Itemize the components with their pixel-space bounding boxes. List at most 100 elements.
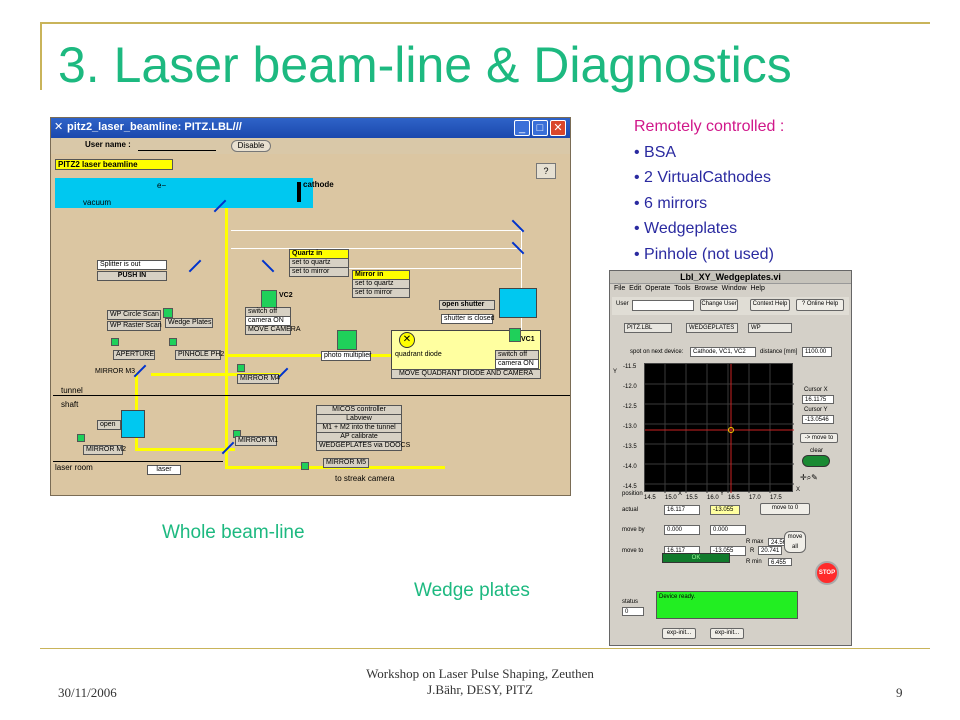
xy-plot[interactable] (644, 363, 794, 493)
status-label: status (622, 599, 639, 605)
facility-field[interactable]: PITZ.LBL (624, 323, 672, 333)
ref-beam-2 (231, 248, 521, 249)
minimize-button[interactable]: _ (514, 120, 530, 136)
r-label: R (750, 548, 755, 554)
cathode-label: cathode (303, 180, 334, 189)
menu-operate[interactable]: Operate (645, 285, 671, 292)
quartz-set-mirror-button[interactable]: set to mirror (289, 267, 349, 277)
move-to-0-button[interactable]: move to 0 (760, 503, 810, 515)
electron-label: e− (157, 181, 167, 190)
shutter-status: shutter is closed (441, 314, 495, 324)
x-tick: 17.5 (770, 495, 782, 501)
mirror-icon[interactable] (133, 364, 147, 378)
menu-browse[interactable]: Browse (694, 285, 718, 292)
user-field[interactable] (632, 300, 694, 311)
menu-file[interactable]: File (614, 285, 626, 292)
spot-select[interactable]: Cathode, VC1, VC2 (690, 347, 756, 357)
ref-beam-v (521, 230, 522, 330)
aperture-indicator (111, 338, 119, 346)
mirror-m5-button[interactable]: MIRROR M5 (323, 458, 369, 468)
clear-label: clear (810, 448, 824, 454)
y-tick: -11.5 (623, 364, 637, 370)
pinhole-button[interactable]: PINHOLE PH2 (175, 350, 224, 360)
wp-raster-scan-button[interactable]: WP Raster Scan (107, 321, 162, 331)
open-shutter-button[interactable]: open shutter (439, 300, 495, 310)
footer-rule (40, 648, 930, 649)
vacuum-label: vacuum (83, 198, 112, 207)
actual-y-field: -13.055 (710, 505, 740, 515)
y-axis-label: Y (613, 369, 618, 375)
menu-edit[interactable]: Edit (629, 285, 642, 292)
vc1-indicator (509, 328, 521, 342)
x-tick: 17.0 (749, 495, 761, 501)
change-user-button[interactable]: Change User (700, 299, 738, 311)
exp-init-button-2[interactable]: exp-init... (710, 628, 744, 639)
rmax-label: R max (746, 539, 764, 545)
wedgeplates-doocs-button[interactable]: WEDGEPLATES via DOOCS (316, 441, 410, 451)
mirror-set-mirror-button[interactable]: set to mirror (352, 288, 410, 298)
mirror-icon[interactable] (188, 259, 202, 273)
menu-window[interactable]: Window (721, 285, 747, 292)
mirror-icon[interactable] (261, 259, 275, 273)
disable-button[interactable]: Disable (231, 140, 271, 152)
move-quadrant-button[interactable]: MOVE QUADRANT DIODE AND CAMERA (391, 369, 541, 379)
vacuum-area (55, 191, 313, 208)
laser-room-label: laser room (55, 463, 93, 472)
cursor-y-label: Cursor Y (804, 407, 828, 413)
footer-date: 30/11/2006 (58, 685, 117, 700)
col-y-label: Y (720, 491, 725, 497)
cursor-x-field[interactable]: 16.1175 (802, 395, 834, 404)
wedgeplates-window: Lbl_XY_Wedgeplates.vi File Edit Operate … (609, 270, 852, 646)
stop-button[interactable]: STOP (815, 561, 839, 585)
window-titlebar[interactable]: ✕ pitz2_laser_beamline: PITZ.LBL/// (51, 118, 570, 138)
mirror-m4-button[interactable]: MIRROR M4 (237, 374, 280, 384)
move-by-x-field[interactable]: 0.000 (664, 525, 700, 535)
move-all-button[interactable]: move all (784, 531, 806, 553)
laser-room-line (53, 461, 223, 462)
wedge-plates-button[interactable]: Wedge Plates (165, 318, 213, 328)
actual-x-field: 16.117 (664, 505, 700, 515)
spot-label: spot on next device: (630, 349, 684, 355)
device-field[interactable]: WEDGEPLATES (686, 323, 738, 333)
distance-label: distance [mm] (760, 349, 798, 355)
menu-tools[interactable]: Tools (674, 285, 691, 292)
status-message: Device ready. (656, 591, 798, 619)
open-button[interactable]: open (97, 420, 121, 430)
shutter-block (499, 288, 537, 318)
remote-item: • Pinhole (not used) (634, 245, 774, 263)
streak-camera-label: to streak camera (335, 474, 395, 483)
help-button[interactable]: ? (536, 163, 556, 179)
beamline-window: ✕ pitz2_laser_beamline: PITZ.LBL/// _ □ … (50, 117, 571, 496)
menu-help[interactable]: Help (750, 285, 765, 292)
push-in-button[interactable]: PUSH IN (97, 271, 167, 281)
window-title[interactable]: Lbl_XY_Wedgeplates.vi (610, 271, 851, 284)
wp-circle-scan-button[interactable]: WP Circle Scan (107, 310, 161, 320)
online-help-button[interactable]: ? Online Help (796, 299, 844, 311)
move-by-y-field[interactable]: 0.000 (710, 525, 746, 535)
remote-list: Remotely controlled : • BSA • 2 VirtualC… (634, 114, 784, 267)
aperture-button[interactable]: APERTURE (113, 350, 155, 360)
user-name-field[interactable] (138, 150, 216, 151)
splitter-status: Splitter is out (97, 260, 167, 270)
move-to-cursor-button[interactable]: -> move to (800, 433, 838, 443)
y-tick: -14.0 (623, 464, 637, 470)
plot-tools-icon[interactable]: ✛⌕✎ (800, 473, 818, 482)
context-help-button[interactable]: Context Help (750, 299, 790, 311)
mirror-m1-button[interactable]: MIRROR M1 (235, 436, 278, 446)
vc2-move-camera-button[interactable]: MOVE CAMERA (245, 325, 301, 335)
app-icon: ✕ (54, 121, 64, 133)
tunnel-label: tunnel (61, 386, 83, 395)
property-field[interactable]: WP (748, 323, 792, 333)
clear-button[interactable] (802, 455, 830, 467)
x-tick: 14.5 (644, 495, 656, 501)
xy-grid (645, 364, 794, 493)
distance-field[interactable]: 1100.00 (802, 347, 832, 357)
cursor-y-field[interactable]: -13.0546 (802, 415, 834, 424)
exp-init-button-1[interactable]: exp-init... (662, 628, 696, 639)
maximize-button[interactable]: □ (532, 120, 548, 136)
beam-room (135, 448, 235, 451)
move-by-label: move by (622, 527, 645, 533)
close-button[interactable]: ✕ (550, 120, 566, 136)
mirror-m2-button[interactable]: MIRROR M2 (83, 445, 126, 455)
remote-item: • BSA (634, 143, 677, 161)
